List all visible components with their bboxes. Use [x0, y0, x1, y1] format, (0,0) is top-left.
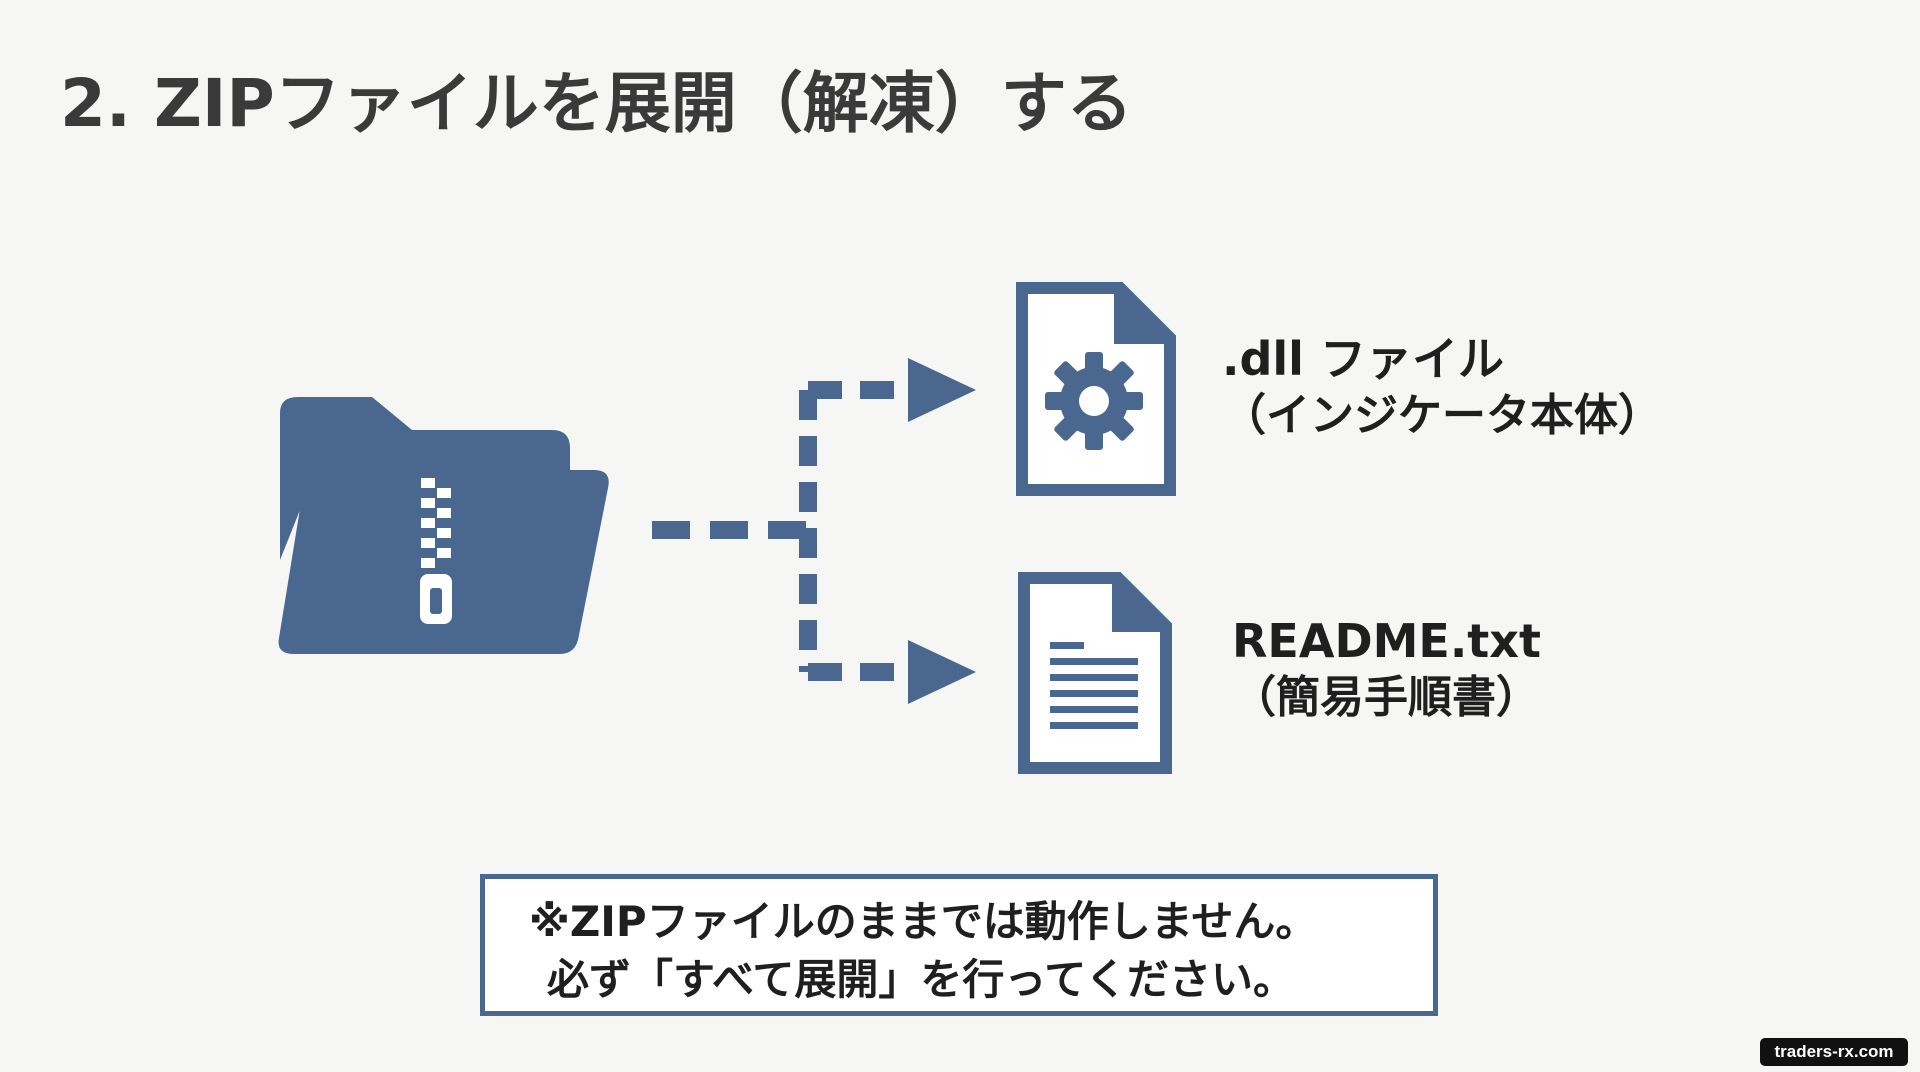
gear-document-icon — [1016, 282, 1176, 496]
text-lines — [1050, 642, 1138, 729]
notice-line-1: ※ZIPファイルのままでは動作しません。 — [529, 897, 1318, 946]
arrowhead-readme — [908, 640, 976, 704]
notice-line-2: 必ず「すべて展開」を行ってください。 — [547, 955, 1296, 1004]
page-title: 2. ZIPファイルを展開（解凍）する — [60, 65, 1133, 142]
notice-box: ※ZIPファイルのままでは動作しません。 必ず「すべて展開」を行ってください。 — [480, 874, 1438, 1016]
file-name-readme: README.txt — [1232, 614, 1541, 668]
file-label-readme: README.txt （簡易手順書） — [1232, 612, 1541, 726]
gear-icon — [1045, 352, 1143, 450]
file-description-readme: （簡易手順書） — [1232, 672, 1540, 723]
text-document-icon — [1018, 572, 1172, 774]
zip-folder-icon — [278, 397, 609, 654]
file-name-dll: .dll ファイル — [1222, 332, 1504, 386]
file-label-dll: .dll ファイル （インジケータ本体） — [1222, 330, 1662, 444]
connector-arrows — [652, 381, 908, 681]
arrowhead-dll — [908, 358, 976, 422]
file-description-dll: （インジケータ本体） — [1222, 390, 1662, 441]
watermark-badge: traders-rx.com — [1760, 1038, 1908, 1066]
